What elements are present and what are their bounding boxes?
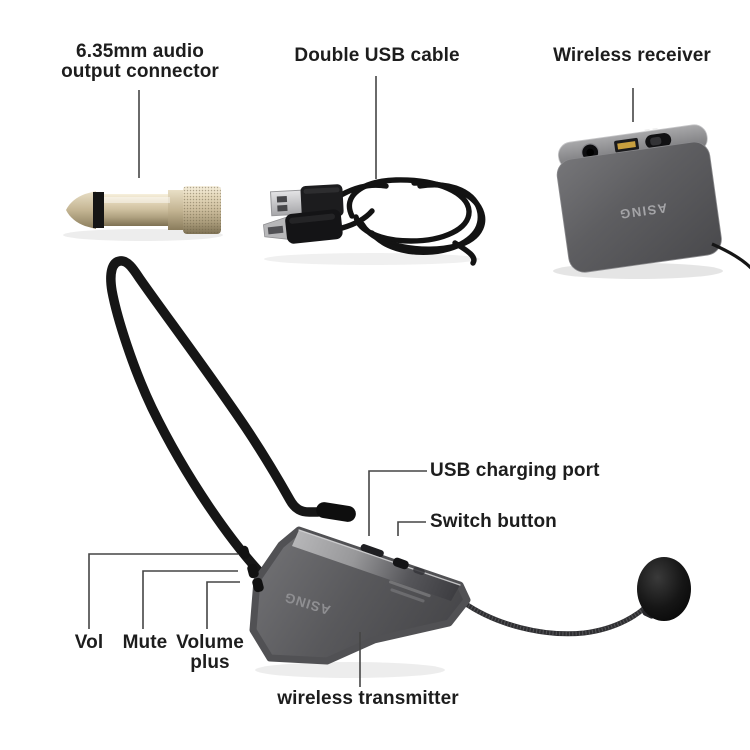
transmitter-label: wireless transmitter bbox=[277, 688, 459, 709]
micro-usb-plug bbox=[263, 209, 343, 244]
adapter-label-line2: output connector bbox=[61, 61, 219, 82]
switch-button-callout-line bbox=[397, 521, 426, 536]
transmitter-volume-plus-button bbox=[252, 577, 264, 593]
receiver-brand-text: ASING bbox=[618, 200, 668, 222]
charging-port-callout-line bbox=[368, 470, 427, 536]
transmitter-usb-charging-port bbox=[360, 544, 384, 558]
transmitter-vol-button bbox=[239, 545, 250, 559]
volume-plus-label-line1: Volume bbox=[176, 632, 244, 653]
photo-shadows bbox=[63, 229, 723, 678]
receiver-usb-port bbox=[614, 137, 640, 153]
receiver-output-cable bbox=[711, 242, 750, 270]
volume-plus-label: Volume plus bbox=[170, 633, 250, 673]
volume-plus-callout-line bbox=[206, 581, 240, 629]
mute-label: Mute bbox=[122, 632, 168, 653]
headband-wire bbox=[106, 256, 323, 585]
callout-lines bbox=[88, 76, 634, 687]
charging-port-label: USB charging port bbox=[430, 460, 600, 481]
usb-cable-label: Double USB cable bbox=[294, 45, 460, 66]
usb-cable-photo bbox=[263, 177, 486, 266]
mic-boom bbox=[461, 599, 653, 637]
vol-callout-line bbox=[88, 553, 238, 629]
transmitter-mute-button bbox=[247, 563, 259, 579]
headband-ear-tip bbox=[316, 502, 356, 522]
vol-label: Vol bbox=[74, 632, 104, 653]
transmitter-switch-button bbox=[392, 557, 409, 570]
transmitter-indicator bbox=[413, 566, 425, 576]
audio-adapter-photo bbox=[66, 186, 221, 234]
adapter-label-line1: 6.35mm audio bbox=[76, 41, 204, 62]
receiver-power-switch bbox=[644, 127, 672, 149]
volume-plus-label-line2: plus bbox=[190, 652, 230, 673]
receiver-photo: ASING bbox=[556, 124, 750, 273]
adapter-label: 6.35mm audio output connector bbox=[40, 42, 240, 82]
mic-foam-windscreen bbox=[637, 557, 691, 621]
mute-callout-line bbox=[142, 570, 238, 629]
transmitter-small-print bbox=[389, 580, 431, 603]
transmitter-body: ASING bbox=[239, 526, 471, 665]
headset-photo: ASING bbox=[106, 256, 691, 665]
switch-button-label: Switch button bbox=[430, 511, 557, 532]
receiver-label: Wireless receiver bbox=[553, 45, 711, 66]
